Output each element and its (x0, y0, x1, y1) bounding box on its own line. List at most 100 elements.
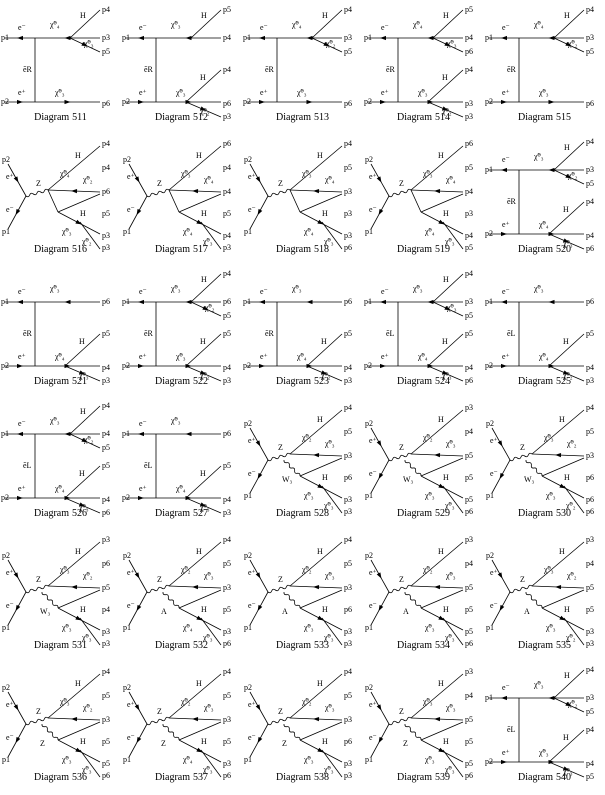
momentum-label: p2 (365, 155, 373, 164)
neutralino-label: χ̃⁰₂ (301, 697, 312, 706)
arrowhead (434, 453, 441, 458)
arrowhead (499, 472, 505, 480)
neutralino-label: χ̃⁰₂ (422, 565, 433, 574)
neutralino-label: χ̃⁰₄ (175, 484, 186, 493)
neutralino-label: χ̃⁰₄ (424, 227, 435, 236)
arrowhead (259, 35, 265, 41)
neutralino-label: χ̃⁰₃ (296, 88, 307, 97)
decay-line (321, 221, 343, 250)
momentum-label: p6 (586, 473, 594, 482)
decay-line (420, 721, 464, 741)
decay-line (321, 485, 343, 514)
momentum-label: p4 (344, 403, 352, 412)
decay-line (200, 221, 222, 250)
momentum-label: p5 (102, 737, 110, 746)
momentum-label: p1 (122, 297, 130, 306)
decay-label: H (201, 275, 207, 284)
momentum-label: p2 (2, 155, 10, 164)
positron-label: e⁺ (139, 352, 147, 361)
momentum-label: p3 (465, 209, 473, 218)
decay-label: χ̃⁰₂ (82, 571, 93, 580)
diagram-number: 521 (72, 376, 87, 387)
z-boson-line (267, 716, 291, 726)
decay-label: H (321, 337, 327, 346)
electron-label: e⁻ (18, 23, 26, 32)
decay-label: H (201, 605, 207, 614)
arrowhead (501, 759, 507, 765)
momentum-label: p3 (223, 243, 231, 252)
inner-boson-label: Z (282, 739, 287, 748)
neutralino-label: χ̃⁰₃ (291, 284, 302, 293)
decay-label: H (443, 11, 449, 20)
caption-word: Diagram (155, 244, 190, 255)
caption-word: Diagram (34, 244, 69, 255)
electron-label: e⁻ (502, 155, 510, 164)
arrowhead (136, 604, 142, 612)
diagram-number: 519 (435, 244, 450, 255)
neutralino-label: χ̃⁰₃ (170, 20, 181, 29)
neutralino-label: χ̃⁰₃ (54, 88, 65, 97)
arrowhead (196, 219, 203, 225)
momentum-label: p3 (344, 495, 352, 504)
momentum-label: p5 (465, 605, 473, 614)
momentum-label: p5 (223, 5, 231, 14)
outgoing-line (168, 541, 222, 587)
decay-label: χ̃⁰₃ (81, 765, 92, 774)
arrowhead (320, 370, 328, 375)
decay-label: H (564, 605, 570, 614)
decay-label: H (438, 415, 444, 424)
boson-label: Z (157, 179, 162, 188)
electron-label: e⁻ (248, 601, 256, 610)
neutralino-label: χ̃⁰₃ (533, 680, 544, 689)
decay-label: χ̃⁰₃ (441, 371, 452, 380)
momentum-label: p4 (586, 137, 594, 146)
decay-line (57, 721, 101, 741)
momentum-label: p5 (465, 243, 473, 252)
arrowhead (199, 106, 207, 111)
momentum-label: p6 (465, 139, 473, 148)
diagram-number: 513 (314, 112, 329, 123)
momentum-label: p6 (102, 187, 110, 196)
momentum-label: p2 (123, 155, 131, 164)
decay-label: H (438, 151, 444, 160)
decay-label: H (75, 151, 81, 160)
neutralino-label: χ̃⁰₃ (543, 433, 554, 442)
positron-label: e⁺ (490, 436, 498, 445)
momentum-label: p4 (102, 667, 110, 676)
electron-label: e⁻ (139, 23, 147, 32)
outgoing-line (289, 145, 343, 191)
momentum-label: p4 (586, 403, 594, 412)
neutralino-label: χ̃⁰₄ (417, 352, 428, 361)
momentum-label: p4 (223, 231, 231, 240)
momentum-label: p3 (344, 759, 352, 768)
z-boson-line (509, 584, 533, 594)
propagator-label: ẽR (144, 329, 154, 338)
momentum-label: p6 (465, 639, 473, 648)
momentum-label: p3 (344, 627, 352, 636)
boson-label: Z (157, 575, 162, 584)
momentum-label: p5 (344, 427, 352, 436)
positron-label: e⁺ (490, 568, 498, 577)
momentum-label: p6 (223, 297, 231, 306)
momentum-label: p4 (102, 401, 110, 410)
arrowhead (497, 572, 503, 579)
momentum-label: p2 (122, 361, 130, 370)
inner-boson-line (525, 459, 543, 477)
arrowhead (434, 189, 441, 194)
electron-label: e⁻ (18, 419, 26, 428)
decay-label: χ̃⁰₃ (444, 237, 455, 246)
decay-label: H (564, 11, 570, 20)
positron-label: e⁺ (248, 436, 256, 445)
diagram-number: 539 (435, 772, 450, 783)
decay-line (69, 9, 101, 39)
momentum-label: p3 (586, 451, 594, 460)
caption-word: Diagram (276, 640, 311, 651)
